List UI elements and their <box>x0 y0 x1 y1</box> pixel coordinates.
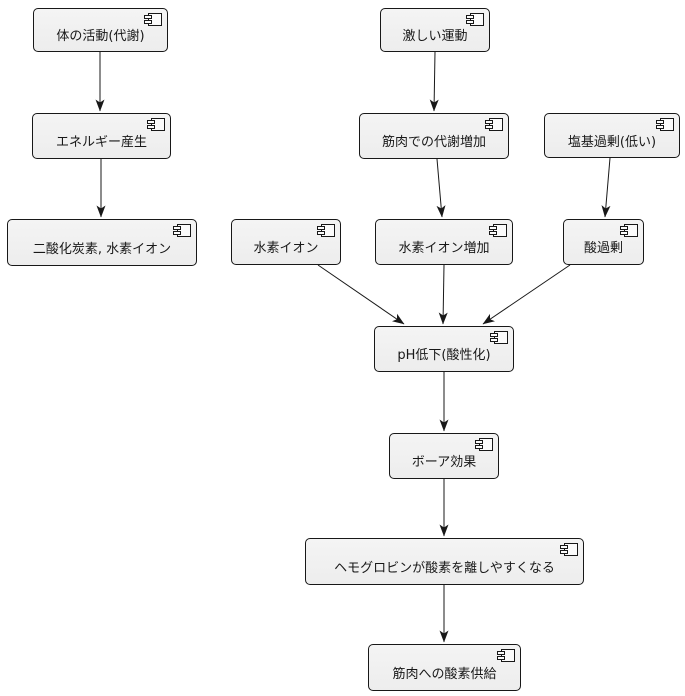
component-icon <box>475 438 493 451</box>
component-icon <box>560 543 578 556</box>
edge-muscle-metabolism-increase-to-hydrogen-ion-increase <box>436 158 446 218</box>
node-acid-excess: 酸過剰 <box>563 219 644 265</box>
component-icon <box>317 224 335 237</box>
node-label: pH低下(酸性化) <box>397 348 491 363</box>
edge-base-excess-low-to-acid-excess <box>601 157 611 218</box>
node-base-excess-low: 塩基過剰(低い) <box>544 113 680 158</box>
node-ph-drop: pH低下(酸性化) <box>374 326 514 372</box>
node-hydrogen-ion-increase: 水素イオン増加 <box>375 219 513 265</box>
component-icon <box>497 649 515 662</box>
edge-hydrogen-ion-increase-to-ph-drop <box>438 264 448 325</box>
component-icon <box>147 118 165 131</box>
node-label: 筋肉での代謝増加 <box>381 135 486 150</box>
node-intense-exercise: 激しい運動 <box>380 8 490 52</box>
component-icon <box>485 118 503 131</box>
node-label: ヘモグロビンが酸素を離しやすくなる <box>334 560 555 576</box>
component-icon <box>489 224 507 237</box>
node-label: 酸過剰 <box>583 241 623 256</box>
node-bohr-effect: ボーア効果 <box>389 433 499 479</box>
node-hemoglobin-releases-oxygen: ヘモグロビンが酸素を離しやすくなる <box>305 538 584 585</box>
edge-intense-exercise-to-muscle-metabolism-increase <box>429 51 439 112</box>
node-label: 水素イオン <box>253 241 319 256</box>
node-label: 水素イオン増加 <box>398 241 490 256</box>
component-icon <box>490 331 508 344</box>
node-label: 塩基過剰(低い) <box>567 134 657 150</box>
component-icon <box>466 13 484 26</box>
node-label: エネルギー産生 <box>55 135 147 150</box>
edge-hydrogen-ion-to-ph-drop <box>317 264 405 325</box>
node-label: 激しい運動 <box>402 29 468 44</box>
component-icon <box>173 224 191 237</box>
component-icon <box>656 118 674 131</box>
node-co2-hydrogen-ion: 二酸化炭素, 水素イオン <box>7 219 197 266</box>
component-icon <box>620 224 638 237</box>
node-label: 体の活動(代謝) <box>56 29 145 44</box>
node-label: 筋肉への酸素供給 <box>392 666 497 682</box>
component-icon <box>144 13 162 26</box>
node-energy-production: エネルギー産生 <box>32 113 171 159</box>
node-body-activity: 体の活動(代謝) <box>33 8 168 52</box>
node-hydrogen-ion: 水素イオン <box>231 219 341 265</box>
node-muscle-metabolism-increase: 筋肉での代謝増加 <box>359 113 509 159</box>
edge-acid-excess-to-ph-drop <box>482 264 571 325</box>
node-label: ボーア効果 <box>411 455 477 470</box>
node-label: 二酸化炭素, 水素イオン <box>32 241 172 257</box>
node-oxygen-supply-to-muscle: 筋肉への酸素供給 <box>368 644 521 691</box>
